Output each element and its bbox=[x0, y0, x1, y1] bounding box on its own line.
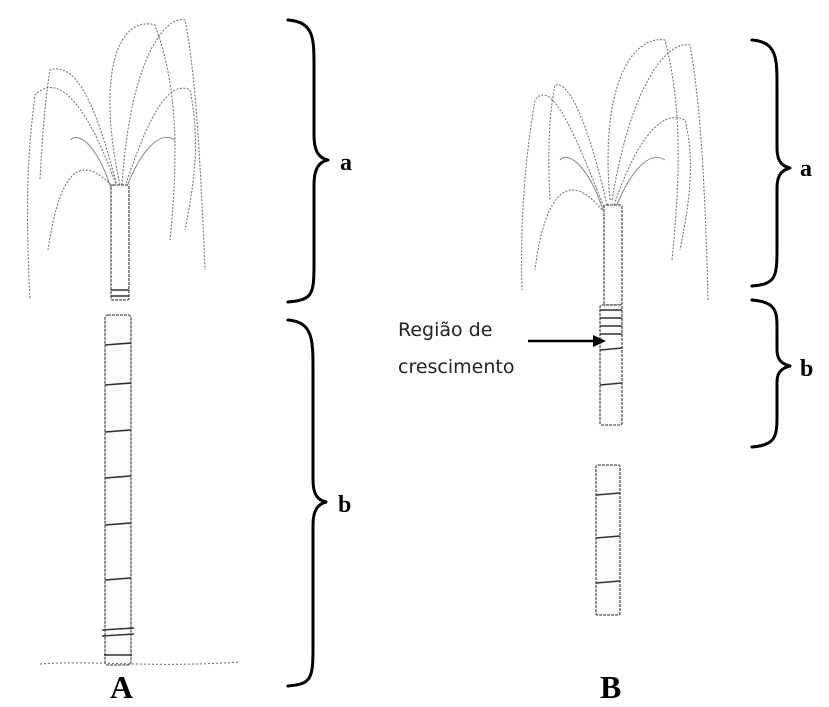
plant-a bbox=[28, 20, 240, 665]
plant-a-stalk bbox=[102, 185, 134, 665]
panel-label-b: B bbox=[600, 669, 621, 705]
panel-label-a: A bbox=[110, 669, 133, 705]
brace-label-a-right: a bbox=[800, 156, 812, 182]
brace-label-b-left: b bbox=[338, 492, 351, 518]
brace-b-left bbox=[288, 320, 326, 686]
growth-region-arrow bbox=[528, 335, 606, 347]
annotation-growth-line2: crescimento bbox=[398, 356, 514, 378]
brace-b-right bbox=[752, 300, 790, 447]
brace-a-left bbox=[288, 20, 328, 302]
plant-a-ground bbox=[40, 662, 240, 664]
brace-label-b-right: b bbox=[800, 356, 813, 382]
brace-a-right bbox=[752, 40, 790, 286]
plant-b bbox=[522, 40, 708, 615]
annotation-growth-line1: Região de bbox=[398, 319, 492, 341]
plant-b-stalk bbox=[596, 205, 622, 615]
brace-label-a-left: a bbox=[340, 150, 352, 176]
